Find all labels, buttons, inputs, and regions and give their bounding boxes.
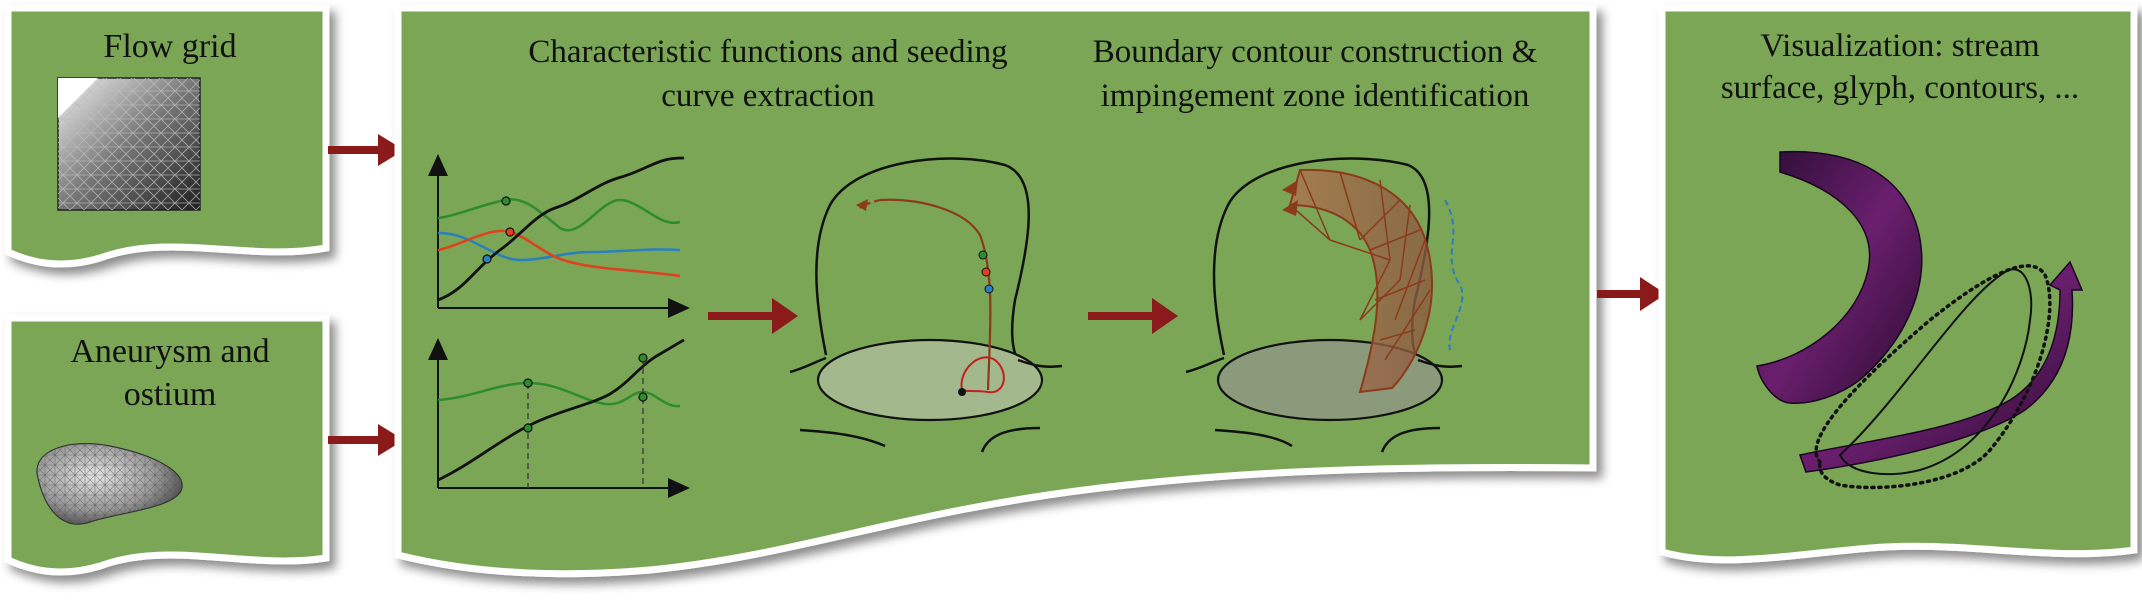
stream-surface-image <box>1756 150 1923 404</box>
step2-title-line1: Boundary contour construction & <box>1092 34 1538 70</box>
characteristic-functions-plot <box>428 154 690 318</box>
arrow-aneurysm <box>328 424 404 456</box>
visualization-panel <box>1658 4 2138 564</box>
aneurysm-title-line2: ostium <box>123 376 217 413</box>
impingement-zone-sketch <box>1185 157 1464 453</box>
seeding-curve-sketch <box>789 157 1063 453</box>
visualization-title-line2: surface, glyph, contours, ... <box>1720 70 2080 106</box>
flow-grid-panel <box>4 4 330 268</box>
aneurysm-mesh-image <box>36 442 183 525</box>
aneurysm-panel <box>4 314 330 576</box>
step1-title-line1: Characteristic functions and seeding <box>528 34 1008 70</box>
step2-title-line2: impingement zone identification <box>1100 78 1530 114</box>
arrow-to-visualization <box>1597 277 1666 311</box>
arrow-step1-to-step2 <box>708 298 798 334</box>
arrow-flow-grid <box>328 134 404 166</box>
seeding-curve-plot <box>428 338 690 498</box>
flow-grid-mesh-image <box>57 77 201 211</box>
glyph-image <box>1799 260 2084 490</box>
aneurysm-title-line1: Aneurysm and <box>70 333 270 370</box>
processing-panel <box>394 4 1597 578</box>
step1-title-line2: curve extraction <box>661 78 875 114</box>
flow-grid-title: Flow grid <box>103 28 237 65</box>
visualization-title-line1: Visualization: stream <box>1760 28 2040 64</box>
arrow-step2-to-step3 <box>1088 298 1178 334</box>
